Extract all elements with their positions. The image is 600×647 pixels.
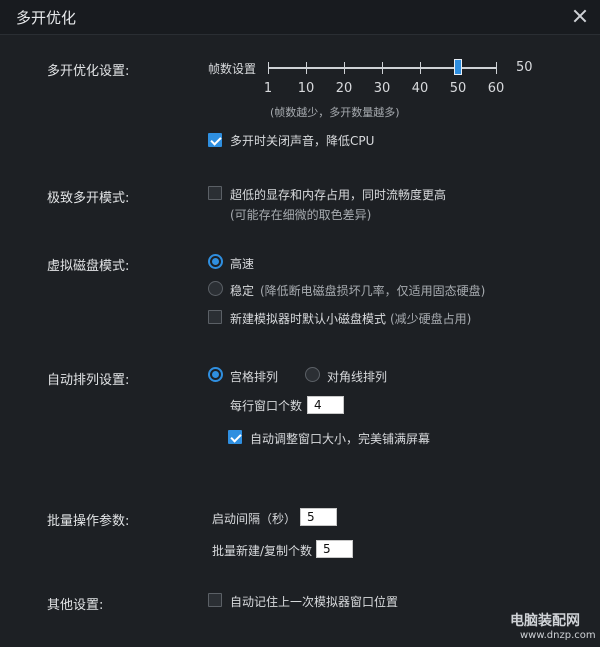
tick-label: 40	[411, 81, 429, 96]
slider-tick	[268, 62, 269, 74]
extreme-checkbox[interactable]	[208, 186, 222, 200]
slider-tick	[306, 62, 307, 74]
title-bar: 多开优化	[0, 0, 600, 35]
tick-label: 1	[263, 81, 273, 96]
remember-checkbox[interactable]	[208, 593, 222, 607]
frame-slider-label: 帧数设置	[208, 62, 257, 76]
count-label: 批量新建/复制个数	[212, 544, 313, 558]
tick-label: 60	[487, 81, 505, 96]
stable-note: (降低断电磁盘损坏几率，仅适用固态硬盘)	[260, 284, 486, 298]
interval-label: 启动间隔（秒）	[212, 512, 297, 526]
watermark-site: 电脑装配网	[510, 613, 580, 629]
per-row-input[interactable]: 4	[307, 396, 344, 414]
radio-grid[interactable]	[208, 367, 223, 382]
slider-thumb[interactable]	[454, 59, 462, 75]
remember-label: 自动记住上一次模拟器窗口位置	[230, 595, 399, 609]
mute-label: 多开时关闭声音，降低CPU	[230, 134, 375, 148]
interval-input[interactable]: 5	[300, 508, 337, 526]
radio-stable-label: 稳定	[230, 284, 255, 298]
close-icon[interactable]	[568, 4, 592, 28]
arrange-section-label: 自动排列设置:	[47, 373, 130, 388]
frame-value: 50	[516, 60, 533, 75]
frames-section-label: 多开优化设置:	[47, 64, 130, 79]
count-input[interactable]: 5	[316, 540, 353, 558]
auto-resize-checkbox[interactable]	[228, 430, 242, 444]
radio-grid-label: 宫格排列	[230, 370, 279, 384]
slider-tick	[344, 62, 345, 74]
per-row-label: 每行窗口个数	[230, 399, 303, 413]
disk-section-label: 虚拟磁盘模式:	[47, 259, 130, 274]
small-disk-checkbox[interactable]	[208, 310, 222, 324]
tick-label: 20	[335, 81, 353, 96]
tick-label: 30	[373, 81, 391, 96]
extreme-section-label: 极致多开模式:	[47, 191, 130, 206]
watermark-url: www.dnzp.com	[520, 630, 596, 641]
extreme-option-label: 超低的显存和内存占用，同时流畅度更高	[230, 188, 447, 202]
auto-resize-label: 自动调整窗口大小，完美铺满屏幕	[250, 432, 431, 446]
window-title: 多开优化	[16, 9, 77, 27]
slider-tick	[420, 62, 421, 74]
tick-label: 50	[449, 81, 467, 96]
radio-diagonal-label: 对角线排列	[327, 370, 388, 384]
small-disk-note: (减少硬盘占用)	[390, 312, 472, 326]
radio-fast-label: 高速	[230, 257, 255, 271]
radio-fast[interactable]	[208, 254, 223, 269]
other-section-label: 其他设置:	[47, 598, 104, 613]
tick-label: 10	[297, 81, 315, 96]
mute-checkbox[interactable]	[208, 133, 222, 147]
extreme-note: (可能存在细微的取色差异)	[230, 208, 372, 222]
frame-hint: (帧数越少，多开数量越多)	[270, 106, 400, 119]
slider-tick	[496, 62, 497, 74]
radio-diagonal[interactable]	[305, 367, 320, 382]
slider-tick	[382, 62, 383, 74]
radio-stable[interactable]	[208, 281, 223, 296]
small-disk-label: 新建模拟器时默认小磁盘模式	[230, 312, 387, 326]
batch-section-label: 批量操作参数:	[47, 514, 130, 529]
